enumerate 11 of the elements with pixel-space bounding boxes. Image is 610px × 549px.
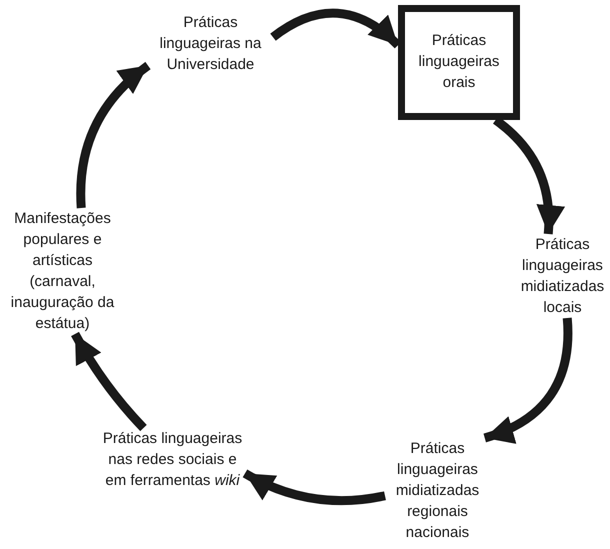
highlighted-box	[398, 5, 520, 120]
node-label: Práticas linguageiras nas redes sociais e em ferramentas wiki	[102, 429, 244, 491]
node-label: Práticas linguageiras midiatizadas regionais nacionais	[394, 439, 480, 543]
curved-arrow	[76, 62, 151, 208]
node-label: Manifestações populares e artísticas (carnaval, inauguração da estátua)	[10, 209, 116, 334]
curved-arrow	[71, 332, 147, 432]
curved-arrow	[242, 469, 386, 506]
node-label: Práticas linguageiras orais	[418, 31, 500, 93]
node-label: Práticas linguageiras midiatizadas locais	[520, 235, 606, 318]
curved-arrow	[483, 318, 572, 443]
node-label: Práticas linguageiras na Universidade	[158, 13, 262, 75]
